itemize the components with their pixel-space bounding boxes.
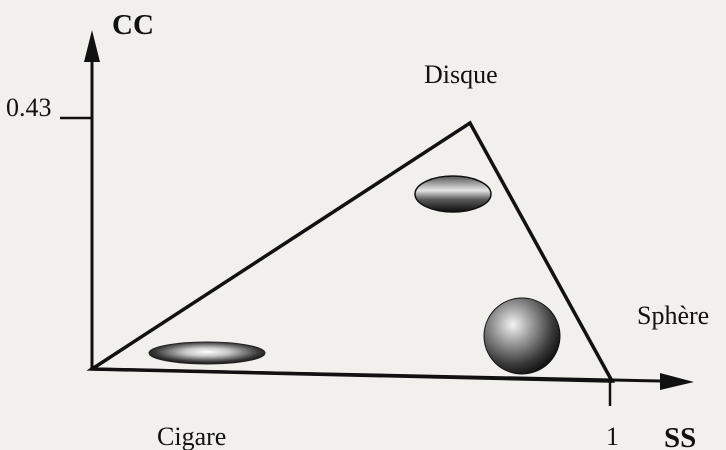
sphere-label: Sphère <box>637 303 709 329</box>
disque-label: Disque <box>424 62 498 88</box>
x-axis-arrowhead <box>660 373 694 390</box>
disque-shape <box>415 176 491 212</box>
y-axis-arrowhead <box>84 30 100 62</box>
sphere-shape <box>484 298 560 374</box>
y-tick-label: 0.43 <box>6 95 52 121</box>
y-axis-label: CC <box>112 11 154 40</box>
x-axis-label: SS <box>664 424 696 450</box>
x-tick-label: 1 <box>606 424 619 450</box>
cigare-shape <box>149 342 265 364</box>
cigare-label: Cigare <box>157 424 226 450</box>
